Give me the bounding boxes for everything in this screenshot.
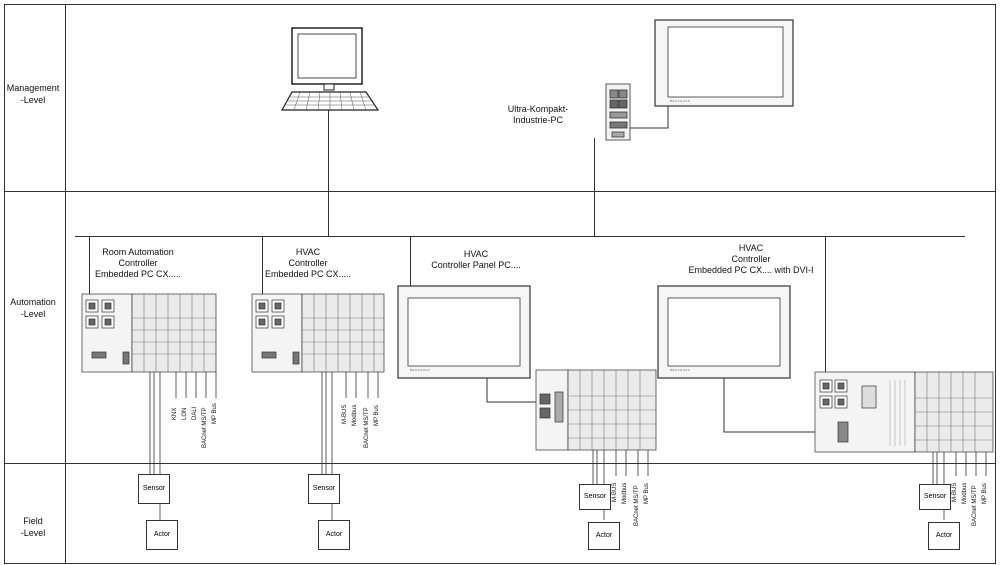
- management-level-label: Management -Level: [2, 82, 64, 106]
- label-line: Controller: [731, 254, 771, 264]
- level-label-line: -Level: [20, 95, 46, 105]
- hvac2-controller-device: [535, 369, 657, 451]
- hvac2-brand-mark: BECKHOFF: [410, 368, 431, 372]
- bus-label: Modbus: [352, 404, 358, 426]
- actor-box: Actor: [588, 522, 620, 550]
- hvac3-label: HVAC Controller Embedded PC CX.... with …: [680, 243, 822, 276]
- management-panel-display: [654, 19, 794, 107]
- sensor-box: Sensor: [919, 484, 951, 510]
- panel-brand-mark: BECKHOFF: [670, 99, 691, 103]
- label-line: Ultra-Kompakt-: [507, 104, 569, 114]
- label-line: HVAC: [295, 247, 321, 257]
- bus-label: MP Bus: [644, 483, 650, 504]
- level-label-line: -Level: [20, 309, 46, 319]
- label-line: Embedded PC CX.... with DVI-I: [688, 265, 814, 275]
- label-line: Controller: [288, 258, 328, 268]
- ultra-pc-label: Ultra-Kompakt- Industrie-PC: [490, 104, 586, 126]
- actor-box: Actor: [318, 520, 350, 550]
- level-label-line: Field: [23, 516, 43, 526]
- label-line: Industrie-PC: [512, 115, 564, 125]
- label-line: HVAC: [738, 243, 764, 253]
- label-line: Controller Panel PC....: [431, 260, 521, 270]
- label-line: Room Automation: [102, 247, 174, 257]
- panel-video-cable: [630, 106, 669, 129]
- label-line: HVAC: [463, 249, 489, 259]
- hvac3-panel-display: [657, 285, 791, 379]
- label-line: Embedded PC CX.....: [94, 269, 182, 279]
- sensor-box: Sensor: [579, 484, 611, 510]
- sensor-box: Sensor: [138, 474, 170, 504]
- bus-label: MP Bus: [374, 405, 380, 426]
- bus-label: M-BUS: [952, 482, 958, 502]
- hvac2-panel-display: [397, 285, 531, 379]
- actor-box: Actor: [928, 522, 960, 550]
- bus-label: M-BUS: [342, 404, 348, 424]
- room-controller-label: Room Automation Controller Embedded PC C…: [88, 247, 188, 280]
- bus-label: LON: [182, 407, 188, 420]
- bus-label: BACnet MS/TP: [972, 485, 978, 526]
- hvac1-controller-device: [251, 293, 385, 373]
- bus-label: MP Bus: [982, 483, 988, 504]
- hvac2-video-cable: [486, 378, 540, 403]
- level-frame: [4, 4, 996, 564]
- bus-label: M-BUS: [612, 482, 618, 502]
- bus-label: Modbus: [622, 482, 628, 504]
- ultra-compact-pc-device: [605, 83, 631, 141]
- label-line: Embedded PC CX.....: [264, 269, 352, 279]
- level-label-line: -Level: [20, 528, 46, 538]
- bus-label: BACnet MS/TP: [634, 485, 640, 526]
- hvac3-dvi-cable: [723, 378, 840, 433]
- room-controller-device: [81, 293, 217, 373]
- actor-box: Actor: [146, 520, 178, 550]
- bus-label: KNX: [172, 407, 178, 420]
- hvac3-brand-mark: BECKHOFF: [670, 368, 691, 372]
- bus-label: BACnet MS/TP: [364, 407, 370, 448]
- level-label-line: Management: [6, 83, 60, 93]
- bus-label: DALI: [192, 406, 198, 420]
- sensor-box: Sensor: [308, 474, 340, 504]
- workstation-icon: [280, 27, 380, 111]
- hvac1-label: HVAC Controller Embedded PC CX.....: [262, 247, 354, 280]
- label-line: Controller: [118, 258, 158, 268]
- bus-label: MP Bus: [212, 403, 218, 424]
- hvac3-controller-device: [814, 371, 994, 453]
- level-label-line: Automation: [10, 297, 56, 307]
- automation-level-label: Automation -Level: [2, 296, 64, 320]
- hvac2-label: HVAC Controller Panel PC....: [424, 249, 528, 271]
- bus-label: BACnet MS/TP: [202, 407, 208, 448]
- field-level-label: Field -Level: [2, 515, 64, 539]
- bus-label: Modbus: [962, 482, 968, 504]
